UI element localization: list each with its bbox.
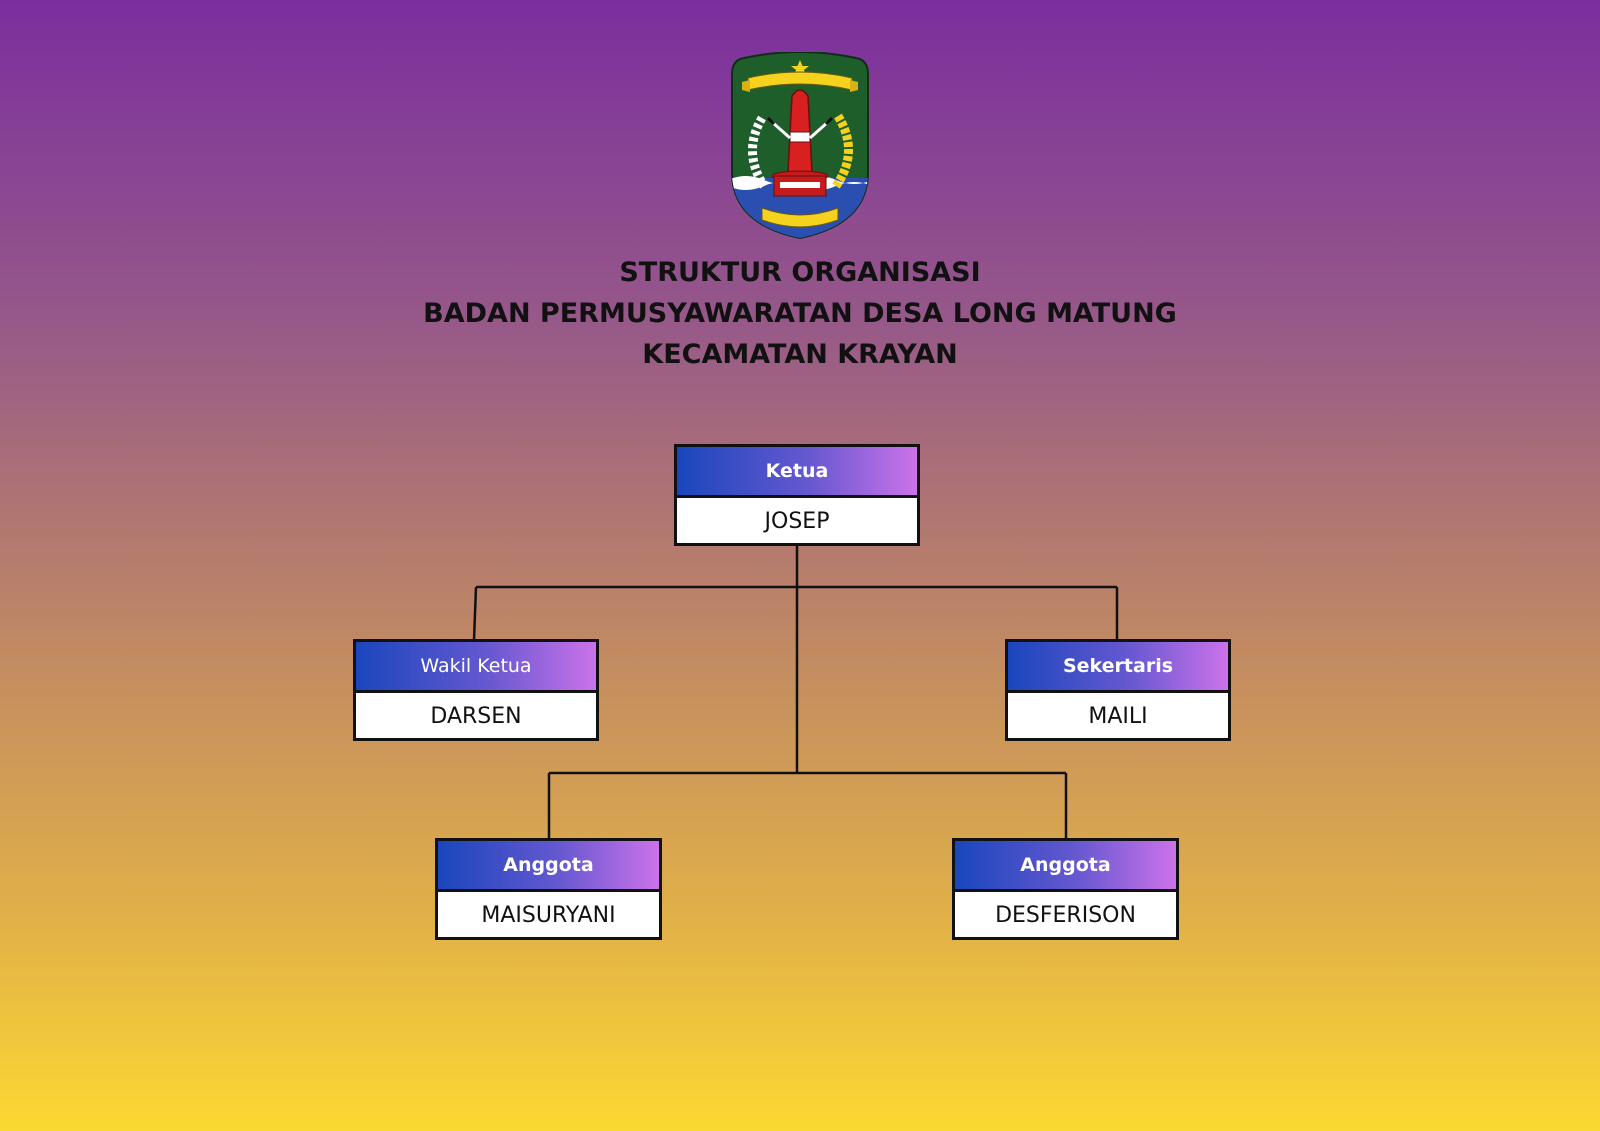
node-wakil-ketua-role: Wakil Ketua <box>356 642 596 693</box>
node-anggota-2-name: DESFERISON <box>995 903 1136 928</box>
title-line-2: BADAN PERMUSYAWARATAN DESA LONG MATUNG <box>423 298 1177 329</box>
node-ketua-name: JOSEP <box>764 509 830 534</box>
node-anggota-1: Anggota MAISURYANI <box>435 838 662 940</box>
emblem-logo <box>731 52 869 240</box>
node-ketua-role: Ketua <box>677 447 917 498</box>
connector-to-wakil <box>472 586 478 641</box>
node-sekertaris-role: Sekertaris <box>1008 642 1228 693</box>
node-ketua: Ketua JOSEP <box>674 444 920 546</box>
node-wakil-ketua: Wakil Ketua DARSEN <box>353 639 599 741</box>
node-anggota-2-role: Anggota <box>955 841 1176 892</box>
title-line-3: KECAMATAN KRAYAN <box>642 339 958 370</box>
node-anggota-1-role: Anggota <box>438 841 659 892</box>
node-anggota-2: Anggota DESFERISON <box>952 838 1179 940</box>
node-wakil-ketua-name: DARSEN <box>430 704 522 729</box>
chart-title: STRUKTUR ORGANISASI BADAN PERMUSYAWARATA… <box>0 252 1600 375</box>
title-line-1: STRUKTUR ORGANISASI <box>619 257 981 288</box>
node-anggota-1-name: MAISURYANI <box>481 903 616 928</box>
node-sekertaris: Sekertaris MAILI <box>1005 639 1231 741</box>
node-sekertaris-name: MAILI <box>1088 704 1148 729</box>
